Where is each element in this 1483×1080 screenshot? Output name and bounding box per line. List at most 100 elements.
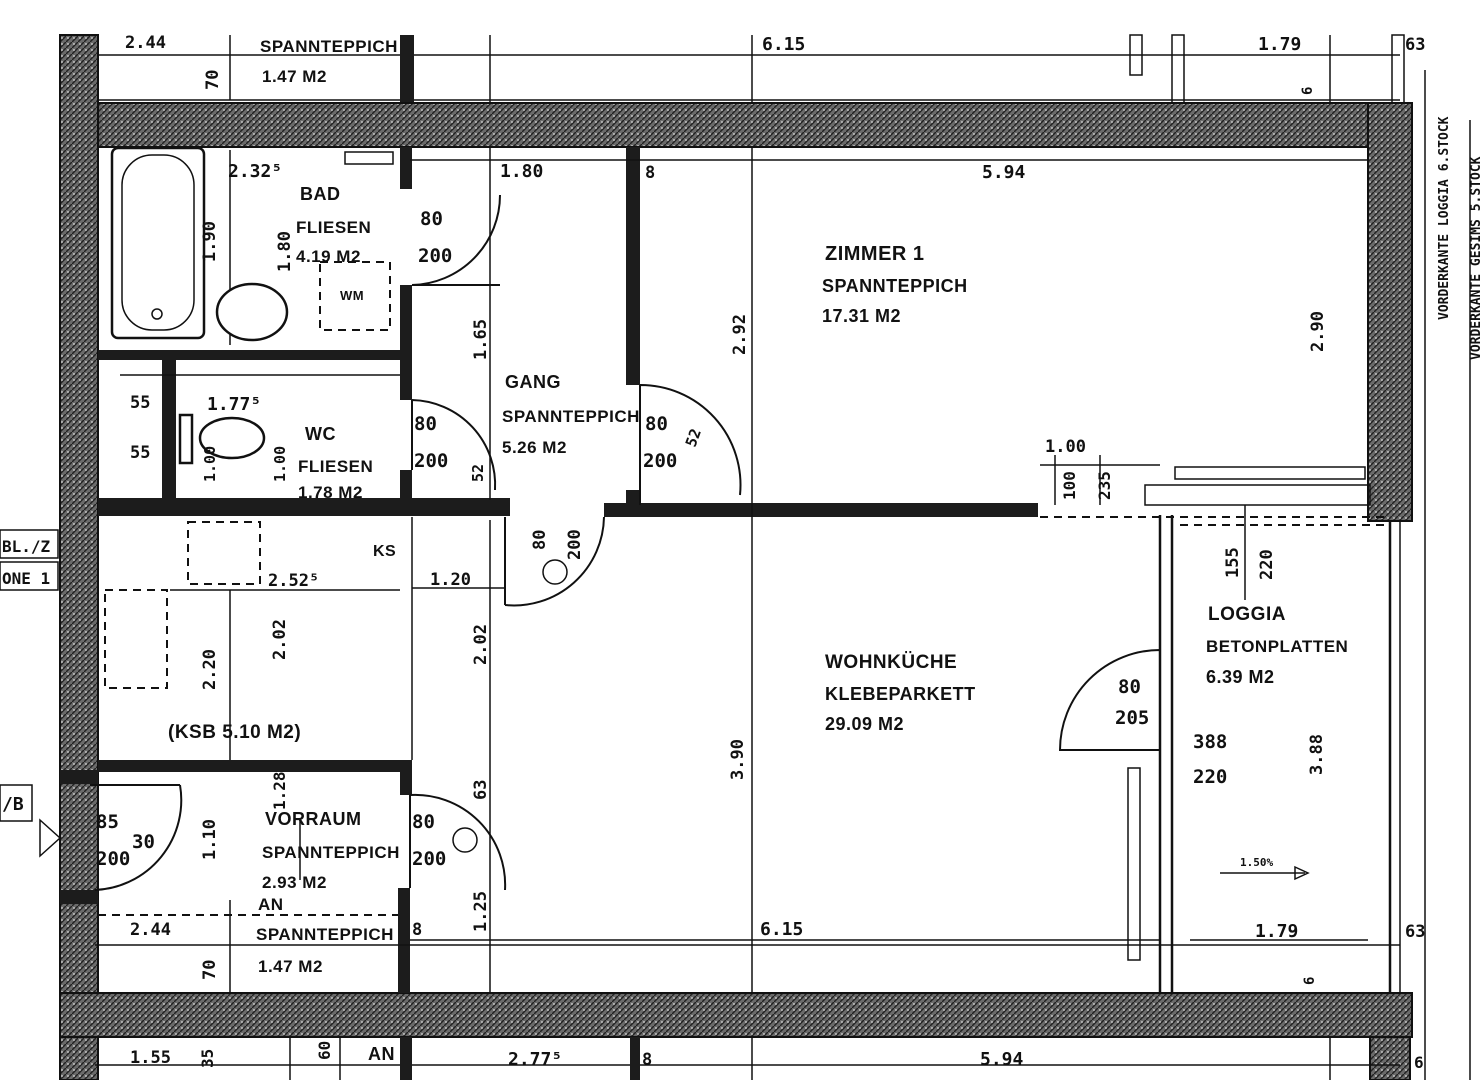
wc-floor: FLIESEN — [298, 457, 373, 476]
dim-gang-w: 1.80 — [500, 161, 543, 182]
door-vorraum — [409, 793, 507, 891]
dim-8a: 8 — [645, 163, 655, 183]
dim-win-a: 100 — [1060, 471, 1079, 500]
dim-top-179: 1.79 — [1258, 34, 1301, 55]
stove-2-icon — [104, 589, 168, 689]
door-loggia — [1058, 649, 1161, 751]
washing-machine-icon — [319, 261, 391, 331]
dim-bottom-6: 6 — [1302, 977, 1318, 985]
footer-an: AN — [368, 1044, 395, 1064]
balcony-top-area: 1.47 M2 — [262, 67, 327, 86]
dim-slope: 1.50% — [1240, 856, 1273, 869]
gang-area: 5.26 M2 — [502, 438, 567, 457]
dim-zimmer-w: 5.94 — [982, 162, 1026, 183]
door-wc — [411, 399, 497, 491]
bad-floor: FLIESEN — [296, 218, 371, 237]
footer-35: 35 — [198, 1049, 217, 1068]
dim-gang-h: 1.65 — [471, 319, 491, 360]
dim-wc-55b: 55 — [130, 443, 150, 463]
dim-door-loggia-b: 205 — [1115, 707, 1149, 729]
ksb-label: (KSB 5.10 M2) — [168, 722, 301, 743]
stove-icon — [187, 521, 261, 585]
dim-bottom-63: 63 — [1405, 922, 1425, 942]
footer-60: 60 — [315, 1041, 334, 1060]
dim-loggia-b: 220 — [1257, 549, 1277, 580]
dim-bad-h2: 1.80 — [275, 231, 295, 272]
dim-bottom-244: 2.44 — [130, 920, 171, 940]
dim-door-zimmer-b: 200 — [643, 450, 677, 472]
footer-6: 6 — [1414, 1053, 1424, 1072]
wohn-area: 29.09 M2 — [825, 714, 904, 734]
loggia-area: 6.39 M2 — [1206, 667, 1275, 687]
bad-area: 4.19 M2 — [296, 247, 361, 266]
footer-8: 8 — [642, 1050, 652, 1070]
loggia-name: LOGGIA — [1208, 604, 1286, 625]
bad-name: BAD — [300, 184, 341, 204]
room-labels: BAD FLIESEN 4.19 M2 WM WC FLIESEN 1.78 M… — [168, 37, 1348, 976]
footer-2775: 2.77⁵ — [508, 1049, 562, 1070]
vorraum-floor: SPANNTEPPICH — [262, 843, 400, 862]
door-zimmer — [639, 383, 742, 505]
dim-wc-h1: 1.00 — [201, 446, 219, 482]
balcony-top-floor: SPANNTEPPICH — [260, 37, 398, 56]
dim-loggia-h: 3.88 — [1307, 734, 1327, 775]
dim-top-6: 6 — [1300, 87, 1316, 95]
vorraum-name: VORRAUM — [265, 809, 362, 829]
dim-top-70: 70 — [203, 70, 223, 90]
dim-door-wc-b: 200 — [414, 450, 448, 472]
dim-wc-52: 52 — [469, 464, 487, 482]
balcony-bottom-floor: SPANNTEPPICH — [256, 925, 394, 944]
dimension-labels: 2.44 6.15 1.79 63 6 70 2.32⁵ 1.90 1.80 1… — [96, 33, 1425, 1072]
balcony-bottom-an: AN — [258, 895, 284, 914]
dimension-lines — [95, 70, 1471, 1080]
dim-top-615: 6.15 — [762, 34, 805, 55]
side-left-door: /B — [2, 794, 24, 815]
dim-ksb-120: 1.20 — [430, 570, 471, 590]
interior-walls — [60, 147, 1401, 993]
ks-label: KS — [373, 543, 396, 560]
dim-door-vorraum-a: 80 — [412, 811, 435, 833]
vorraum-area: 2.93 M2 — [262, 873, 327, 892]
dim-ksb-w: 2.52⁵ — [268, 571, 319, 591]
dim-door-ksb-a: 80 — [530, 530, 550, 550]
dim-win-100: 1.00 — [1045, 437, 1086, 457]
dim-door-zimmer-a: 80 — [645, 413, 668, 435]
dim-ksb-h1: 2.20 — [200, 649, 220, 690]
dim-win-loggia-b: 220 — [1193, 766, 1227, 788]
dim-8b: 8 — [412, 920, 422, 940]
dim-door-entry-a: 85 — [96, 811, 119, 833]
toilet-bad-icon — [215, 282, 289, 342]
wohn-name: WOHNKÜCHE — [825, 652, 957, 673]
doors — [39, 194, 1161, 891]
dim-bottom-70: 70 — [200, 960, 220, 980]
side-left-mid: ONE 1 — [2, 569, 50, 588]
exterior-walls — [59, 34, 1413, 1080]
dim-door-loggia-a: 80 — [1118, 676, 1141, 698]
loggia-floor: BETONPLATTEN — [1206, 637, 1348, 656]
wall-right — [1367, 102, 1413, 522]
dim-door-vorraum-b: 200 — [412, 848, 446, 870]
dim-door-ksb-b: 200 — [565, 529, 585, 560]
gang-floor: SPANNTEPPICH — [502, 407, 640, 426]
dim-door-entry-c: 30 — [132, 831, 155, 853]
dim-vorraum-h: 1.10 — [200, 819, 220, 860]
dim-vorraum-63: 63 — [471, 780, 491, 800]
side-right-1: VORDERKANTE LOGGIA 6.STOCK — [1437, 116, 1452, 320]
side-left-top: BL./Z — [2, 537, 51, 556]
dim-wc-h2: 1.00 — [271, 446, 289, 482]
dim-vorraum-128: 1.28 — [270, 771, 289, 810]
side-right-2: VORDERKANTE GESIMS 5.STOCK — [1469, 156, 1483, 360]
dim-bad-h1: 1.90 — [200, 221, 220, 262]
dim-wohn-h: 3.90 — [728, 739, 748, 780]
bad-wm: WM — [340, 288, 364, 303]
wc-area: 1.78 M2 — [298, 483, 363, 502]
wall-top — [59, 102, 1413, 148]
dim-door-bad-b: 200 — [418, 245, 452, 267]
fixtures — [104, 146, 1310, 881]
footer-594: 5.94 — [980, 1049, 1024, 1070]
dim-zimmer-h2: 2.90 — [1308, 311, 1328, 352]
dim-top-63: 63 — [1405, 35, 1425, 55]
dim-door-bad-a: 80 — [420, 208, 443, 230]
dim-ksb-h2: 2.02 — [270, 619, 290, 660]
